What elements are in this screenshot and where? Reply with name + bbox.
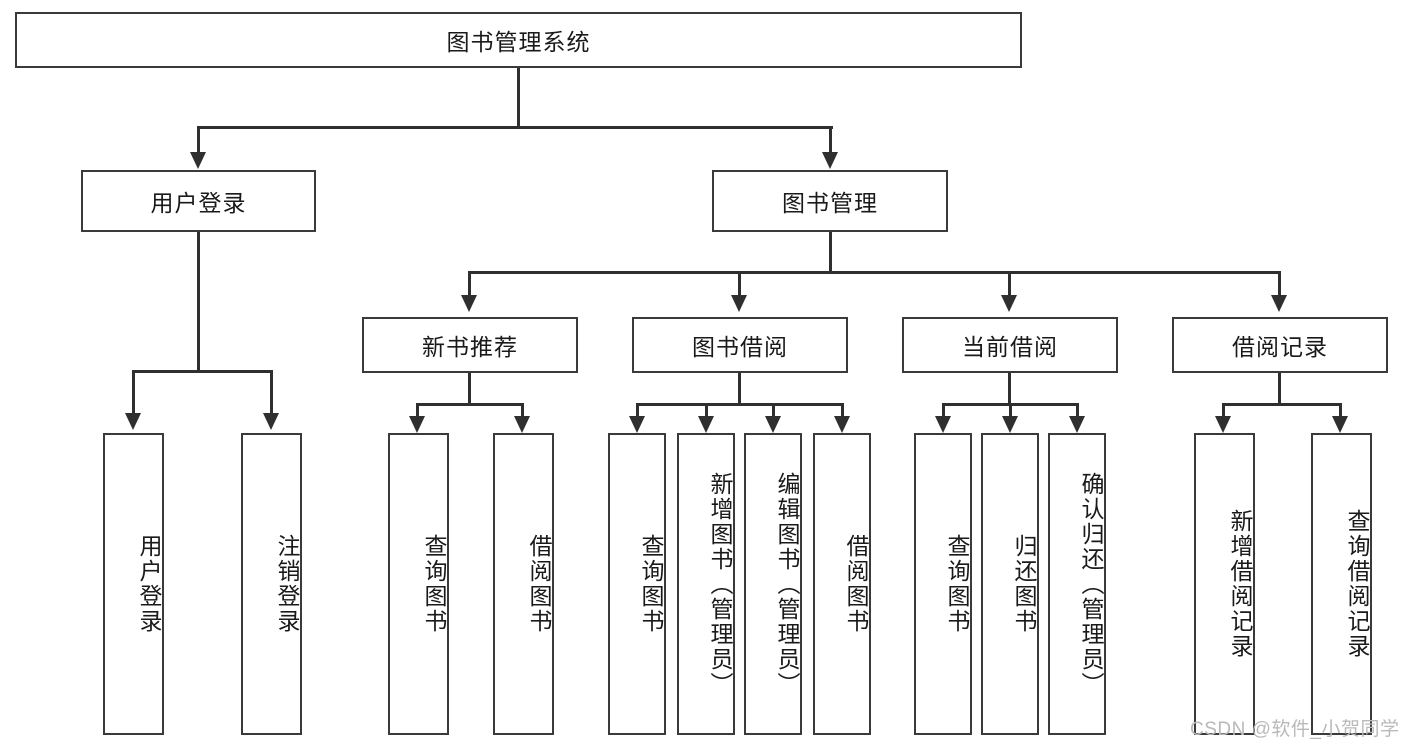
connector-book-borrow-drop-3 — [772, 403, 775, 417]
node-new-book-recommend[interactable]: 新书推荐 — [362, 317, 578, 373]
leaf-label: 借阅图书 — [843, 534, 869, 634]
leaf-label: 借阅图书 — [526, 534, 552, 634]
connector-current-borrow-drop-1 — [942, 403, 945, 417]
leaf-label: 新增图书（管理员） — [707, 471, 733, 697]
leaf-new-book-query[interactable]: 查询图书 — [388, 433, 449, 735]
connector-borrow-record-drop-1 — [1222, 403, 1225, 417]
node-label: 图书管理系统 — [446, 29, 591, 55]
leaf-book-borrow-add[interactable]: 新增图书（管理员） — [677, 433, 735, 735]
arrow-user-login-leaf-1 — [125, 413, 141, 430]
node-label: 当前借阅 — [962, 334, 1058, 360]
arrow-new-book-leaf-1 — [409, 416, 425, 433]
arrow-book-mgmt-child-4 — [1271, 295, 1287, 312]
connector-user-login-drop-1 — [132, 370, 135, 414]
connector-root-to-user-login — [197, 126, 200, 153]
arrow-book-mgmt-child-1 — [461, 295, 477, 312]
connector-root-stem — [517, 68, 520, 128]
leaf-user-login-login[interactable]: 用户登录 — [103, 433, 164, 735]
leaf-current-borrow-query[interactable]: 查询图书 — [914, 433, 972, 735]
arrow-book-mgmt-child-2 — [731, 295, 747, 312]
arrow-current-borrow-leaf-3 — [1069, 416, 1085, 433]
connector-borrow-record-drop-2 — [1339, 403, 1342, 417]
node-label: 用户登录 — [150, 190, 247, 216]
arrow-root-to-user-login — [190, 152, 206, 169]
arrow-current-borrow-leaf-2 — [1002, 416, 1018, 433]
leaf-user-login-logout[interactable]: 注销登录 — [241, 433, 302, 735]
arrow-root-to-book-mgmt — [822, 152, 838, 169]
arrow-book-borrow-leaf-4 — [834, 416, 850, 433]
connector-book-mgmt-bus — [468, 271, 1280, 274]
leaf-label: 归还图书 — [1011, 534, 1037, 634]
connector-book-borrow-stem — [738, 373, 741, 405]
connector-current-borrow-stem — [1008, 373, 1011, 405]
leaf-label: 注销登录 — [274, 534, 300, 634]
arrow-borrow-record-leaf-1 — [1215, 416, 1231, 433]
arrow-user-login-leaf-2 — [263, 413, 279, 430]
leaf-book-borrow-borrow[interactable]: 借阅图书 — [813, 433, 871, 735]
node-root-library-system[interactable]: 图书管理系统 — [15, 12, 1022, 68]
connector-book-borrow-bus — [636, 403, 844, 406]
connector-borrow-record-stem — [1278, 373, 1281, 405]
node-label: 图书管理 — [782, 190, 878, 216]
connector-new-book-bus — [416, 403, 524, 406]
node-label: 图书借阅 — [692, 334, 788, 360]
leaf-label: 编辑图书（管理员） — [774, 471, 800, 697]
connector-current-borrow-drop-2 — [1009, 403, 1012, 417]
connector-new-book-drop-2 — [521, 403, 524, 417]
arrow-book-borrow-leaf-2 — [698, 416, 714, 433]
connector-book-borrow-drop-4 — [841, 403, 844, 417]
arrow-new-book-leaf-2 — [514, 416, 530, 433]
connector-book-mgmt-drop-1 — [468, 271, 471, 296]
arrow-current-borrow-leaf-1 — [935, 416, 951, 433]
connector-user-login-bus — [132, 370, 272, 373]
connector-book-mgmt-drop-2 — [738, 271, 741, 296]
leaf-label: 新增借阅记录 — [1227, 509, 1253, 659]
leaf-book-borrow-query[interactable]: 查询图书 — [608, 433, 666, 735]
node-user-login[interactable]: 用户登录 — [81, 170, 316, 232]
connector-new-book-stem — [468, 373, 471, 405]
connector-borrow-record-bus — [1222, 403, 1342, 406]
connector-book-mgmt-drop-4 — [1278, 271, 1281, 296]
node-label: 借阅记录 — [1232, 334, 1328, 360]
connector-book-borrow-drop-2 — [705, 403, 708, 417]
connector-new-book-drop-1 — [416, 403, 419, 417]
connector-book-mgmt-stem — [829, 232, 832, 273]
node-borrow-record[interactable]: 借阅记录 — [1172, 317, 1388, 373]
arrow-book-mgmt-child-3 — [1001, 295, 1017, 312]
leaf-current-borrow-return[interactable]: 归还图书 — [981, 433, 1039, 735]
leaf-current-borrow-confirm-return[interactable]: 确认归还（管理员） — [1048, 433, 1106, 735]
arrow-book-borrow-leaf-1 — [629, 416, 645, 433]
connector-user-login-drop-2 — [270, 370, 273, 414]
leaf-borrow-record-add[interactable]: 新增借阅记录 — [1194, 433, 1255, 735]
leaf-label: 确认归还（管理员） — [1078, 471, 1104, 697]
leaf-label: 查询图书 — [421, 534, 447, 634]
connector-user-login-stem — [197, 232, 200, 372]
leaf-label: 查询借阅记录 — [1344, 509, 1370, 659]
node-label: 新书推荐 — [422, 334, 518, 360]
leaf-label: 用户登录 — [136, 534, 162, 634]
arrow-borrow-record-leaf-2 — [1332, 416, 1348, 433]
connector-current-borrow-drop-3 — [1076, 403, 1079, 417]
connector-book-mgmt-drop-3 — [1008, 271, 1011, 296]
leaf-book-borrow-edit[interactable]: 编辑图书（管理员） — [744, 433, 802, 735]
leaf-label: 查询图书 — [638, 534, 664, 634]
node-book-management[interactable]: 图书管理 — [712, 170, 948, 232]
arrow-book-borrow-leaf-3 — [765, 416, 781, 433]
connector-book-borrow-drop-1 — [636, 403, 639, 417]
csdn-watermark: CSDN @软件_小贺同学 — [1190, 719, 1400, 740]
node-book-borrow[interactable]: 图书借阅 — [632, 317, 848, 373]
leaf-label: 查询图书 — [944, 534, 970, 634]
connector-root-to-book-mgmt — [829, 126, 832, 153]
leaf-borrow-record-query[interactable]: 查询借阅记录 — [1311, 433, 1372, 735]
leaf-new-book-borrow[interactable]: 借阅图书 — [493, 433, 554, 735]
node-current-borrow[interactable]: 当前借阅 — [902, 317, 1118, 373]
connector-root-bus — [197, 126, 833, 129]
